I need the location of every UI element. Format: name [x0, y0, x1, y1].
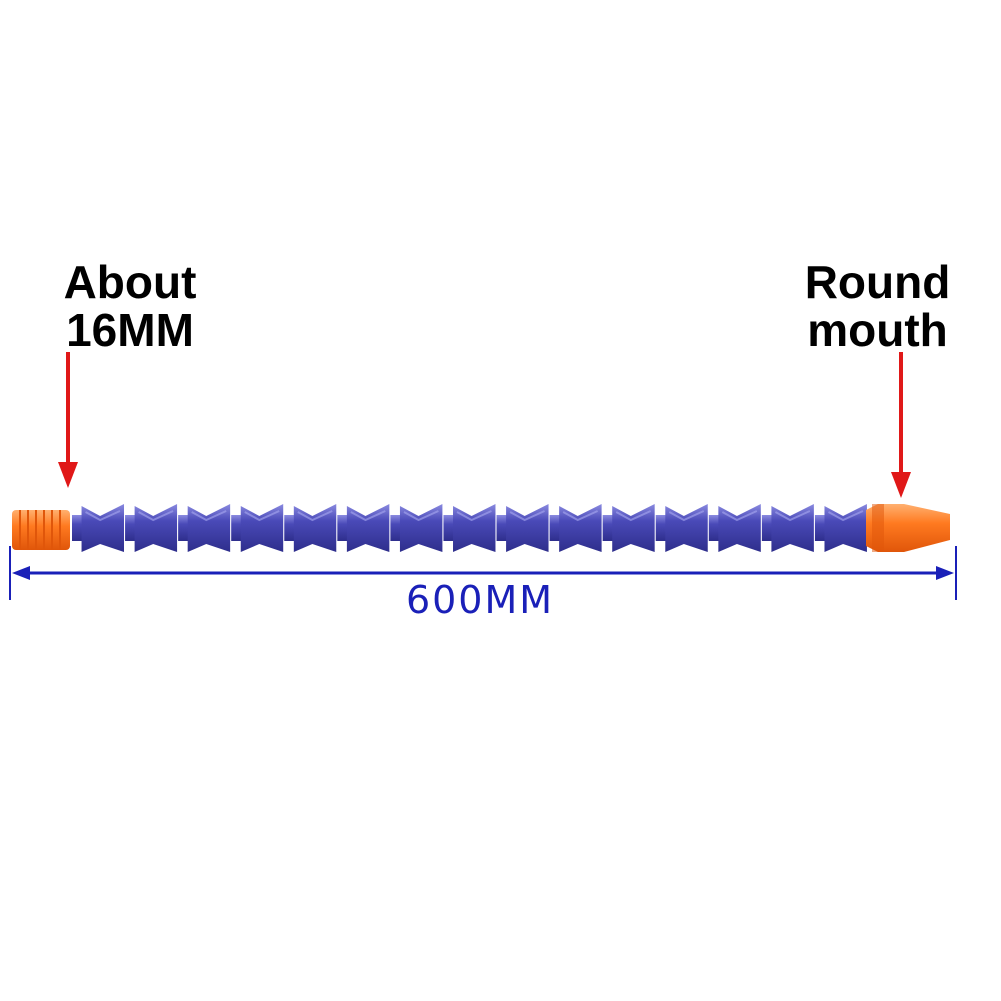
round-mouth-nozzle [866, 504, 950, 552]
hose-segment [231, 504, 284, 552]
right-arrow [891, 352, 911, 498]
left-label-line1: About [63, 256, 197, 308]
right-label-line1: Round [804, 256, 951, 308]
hose-segment [337, 504, 390, 552]
hose-segment [708, 504, 761, 552]
dimension-line [9, 546, 957, 600]
coolant-hose [12, 504, 950, 552]
right-label-line2: mouth [807, 304, 948, 356]
threaded-fitting [12, 510, 70, 550]
hose-segment [655, 504, 708, 552]
left-arrow [58, 352, 78, 488]
hose-segment [390, 504, 443, 552]
left-label-line2: 16MM [66, 304, 194, 356]
hose-segment [549, 504, 602, 552]
hose-segments [72, 504, 867, 552]
hose-segment [284, 504, 337, 552]
hose-segment [72, 504, 125, 552]
hose-segment [814, 504, 867, 552]
hose-segment [125, 504, 178, 552]
dimension-label: 600MM [405, 578, 555, 622]
right-nozzle-label: Round mouth [790, 258, 965, 354]
hose-segment [602, 504, 655, 552]
hose-segment [761, 504, 814, 552]
hose-segment [443, 504, 496, 552]
hose-segment [178, 504, 231, 552]
hose-segment [496, 504, 549, 552]
left-size-label: About 16MM [40, 258, 220, 354]
